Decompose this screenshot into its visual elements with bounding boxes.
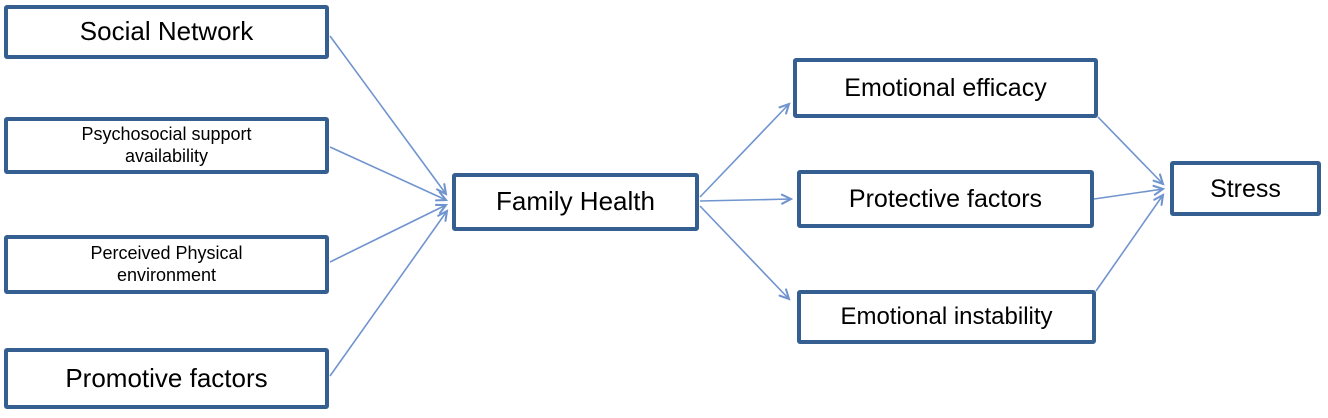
node-label-emotional-efficacy: Emotional efficacy [844,74,1047,102]
edge-family-health-to-protective-factors [699,199,791,201]
node-label-emotional-instability: Emotional instability [840,302,1053,330]
edge-emotional-instability-to-stress [1095,195,1163,292]
edge-promotive-factors-to-family-health [329,211,447,377]
edge-social-network-to-family-health [329,35,446,194]
edge-perceived-physical-to-family-health [329,205,446,263]
node-label-perceived-physical-environment: Perceived Physical environment [90,242,243,285]
edge-emotional-efficacy-to-stress [1097,116,1163,184]
node-family-health: Family Health [452,173,699,231]
edge-family-health-to-emotional-instability [699,205,789,299]
node-stress: Stress [1170,161,1321,216]
node-emotional-instability: Emotional instability [797,290,1096,344]
edge-psychosocial-support-to-family-health [329,146,446,200]
node-promotive-factors: Promotive factors [4,348,329,409]
node-label-stress: Stress [1210,174,1281,203]
node-protective-factors: Protective factors [797,170,1094,228]
edge-family-health-to-emotional-efficacy [699,104,789,198]
node-label-social-network: Social Network [79,16,254,47]
node-label-psychosocial-support-availability: Psychosocial support availability [81,123,252,166]
edge-protective-factors-to-stress [1093,189,1163,200]
node-label-promotive-factors: Promotive factors [65,362,268,393]
node-label-protective-factors: Protective factors [848,185,1043,213]
node-perceived-physical-environment: Perceived Physical environment [4,235,329,294]
node-social-network: Social Network [4,5,329,59]
node-emotional-efficacy: Emotional efficacy [793,58,1098,118]
node-psychosocial-support-availability: Psychosocial support availability [4,117,329,174]
node-label-family-health: Family Health [496,186,655,217]
